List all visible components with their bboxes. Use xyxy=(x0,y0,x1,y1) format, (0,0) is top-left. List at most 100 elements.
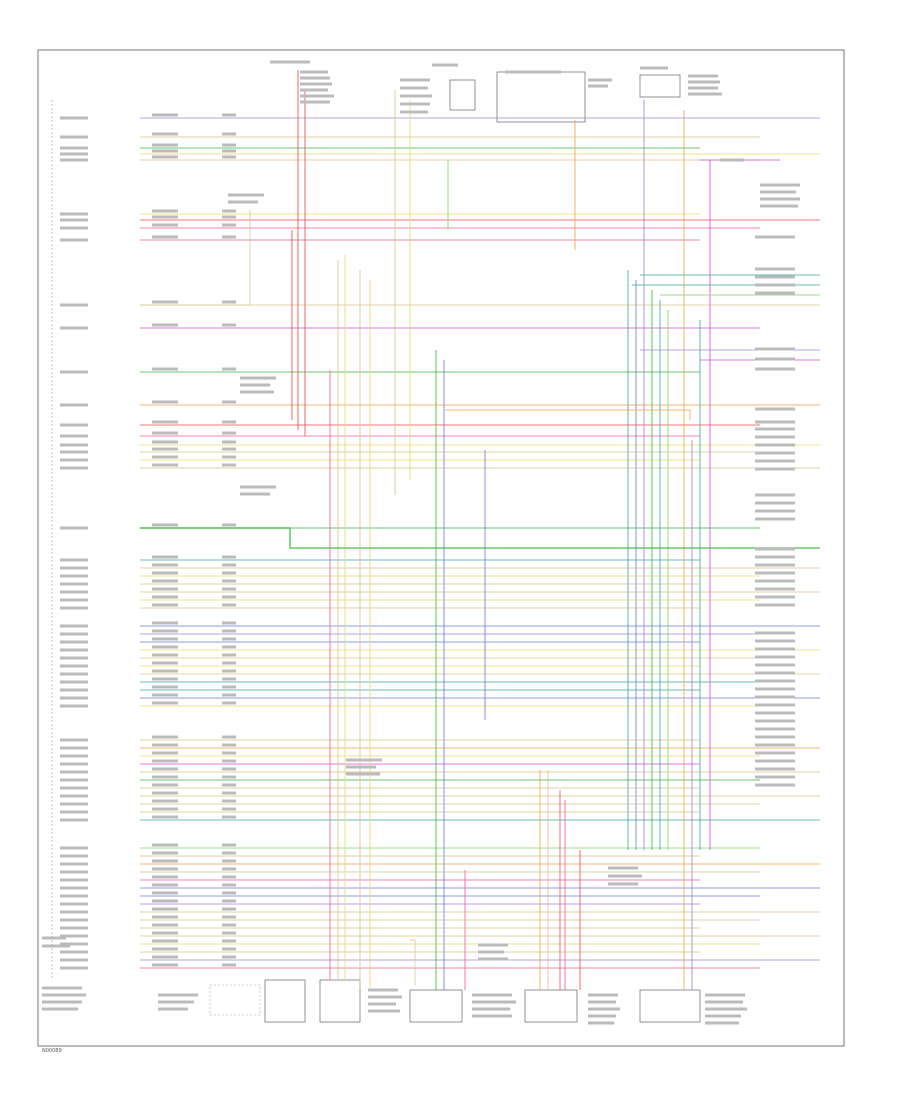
label-placeholder xyxy=(60,146,88,150)
label-placeholder xyxy=(755,555,795,559)
label-placeholder xyxy=(152,455,178,459)
label-placeholder xyxy=(300,76,330,80)
label-placeholder xyxy=(152,677,178,681)
label-placeholder xyxy=(152,891,178,895)
label-placeholder xyxy=(755,743,795,747)
label-placeholder xyxy=(222,645,236,649)
label-placeholder xyxy=(755,579,795,583)
label-placeholder xyxy=(240,376,276,380)
label-placeholder xyxy=(588,1007,620,1011)
label-placeholder xyxy=(755,467,795,471)
label-placeholder xyxy=(152,579,178,583)
label-placeholder xyxy=(222,155,236,159)
label-placeholder xyxy=(755,767,795,771)
label-placeholder xyxy=(705,1014,741,1018)
label-placeholder xyxy=(60,696,88,700)
wire-elbow xyxy=(140,210,251,306)
sensor-box-5 xyxy=(639,989,701,1023)
label-placeholder xyxy=(222,685,236,689)
label-placeholder xyxy=(222,775,236,779)
label-placeholder xyxy=(400,86,428,90)
label-placeholder xyxy=(222,323,236,327)
label-placeholder xyxy=(228,193,264,197)
label-placeholder xyxy=(222,463,236,467)
label-placeholder xyxy=(60,226,88,230)
label-placeholder xyxy=(60,403,88,407)
label-placeholder xyxy=(760,197,800,201)
label-placeholder xyxy=(608,866,638,870)
label-placeholder xyxy=(60,688,88,692)
label-placeholder xyxy=(755,275,795,279)
label-placeholder xyxy=(152,300,178,304)
label-placeholder xyxy=(222,447,236,451)
label-placeholder xyxy=(60,526,88,530)
label-placeholder xyxy=(152,367,178,371)
label-placeholder xyxy=(222,132,236,136)
label-placeholder xyxy=(755,517,795,521)
label-placeholder xyxy=(60,624,88,628)
label-placeholder xyxy=(60,656,88,660)
label-placeholder xyxy=(222,783,236,787)
label-placeholder xyxy=(152,693,178,697)
label-placeholder xyxy=(60,786,88,790)
label-placeholder xyxy=(755,735,795,739)
label-placeholder xyxy=(152,400,178,404)
label-placeholder xyxy=(755,663,795,667)
label-placeholder xyxy=(60,802,88,806)
label-placeholder xyxy=(368,1002,396,1006)
label-placeholder xyxy=(472,993,512,997)
label-placeholder xyxy=(60,158,88,162)
sensor-box-2 xyxy=(319,979,361,1023)
label-placeholder xyxy=(755,695,795,699)
label-placeholder xyxy=(152,859,178,863)
label-placeholder xyxy=(222,455,236,459)
label-placeholder xyxy=(60,135,88,139)
label-placeholder xyxy=(60,648,88,652)
label-placeholder xyxy=(60,942,88,946)
label-placeholder xyxy=(152,603,178,607)
label-placeholder xyxy=(60,878,88,882)
label-placeholder xyxy=(60,680,88,684)
label-placeholder xyxy=(688,86,718,90)
label-placeholder xyxy=(60,640,88,644)
label-placeholder xyxy=(760,190,796,194)
label-placeholder xyxy=(222,367,236,371)
label-placeholder xyxy=(588,993,618,997)
label-placeholder xyxy=(222,815,236,819)
label-placeholder xyxy=(222,767,236,771)
label-placeholder xyxy=(300,70,328,74)
label-placeholder xyxy=(60,664,88,668)
label-placeholder xyxy=(222,759,236,763)
label-placeholder xyxy=(755,759,795,763)
label-placeholder xyxy=(152,621,178,625)
label-placeholder xyxy=(755,547,795,551)
label-placeholder xyxy=(222,743,236,747)
label-placeholder xyxy=(152,555,178,559)
label-placeholder xyxy=(270,60,310,64)
label-placeholder xyxy=(688,74,718,78)
sensor-box-1 xyxy=(264,979,306,1023)
motor-box-left xyxy=(209,984,261,1016)
label-placeholder xyxy=(152,915,178,919)
label-placeholder xyxy=(152,420,178,424)
label-placeholder xyxy=(755,235,795,239)
label-placeholder xyxy=(222,923,236,927)
label-placeholder xyxy=(222,143,236,147)
label-placeholder xyxy=(222,400,236,404)
label-placeholder xyxy=(755,751,795,755)
label-placeholder xyxy=(152,685,178,689)
label-placeholder xyxy=(152,743,178,747)
label-placeholder xyxy=(346,765,376,769)
label-placeholder xyxy=(152,923,178,927)
label-placeholder xyxy=(60,238,88,242)
label-placeholder xyxy=(222,595,236,599)
label-placeholder xyxy=(60,116,88,120)
label-placeholder xyxy=(60,910,88,914)
label-placeholder xyxy=(222,235,236,239)
label-placeholder xyxy=(472,1000,516,1004)
label-placeholder xyxy=(152,571,178,575)
label-placeholder xyxy=(755,595,795,599)
label-placeholder xyxy=(688,80,720,84)
label-placeholder xyxy=(60,902,88,906)
label-placeholder xyxy=(720,158,744,162)
